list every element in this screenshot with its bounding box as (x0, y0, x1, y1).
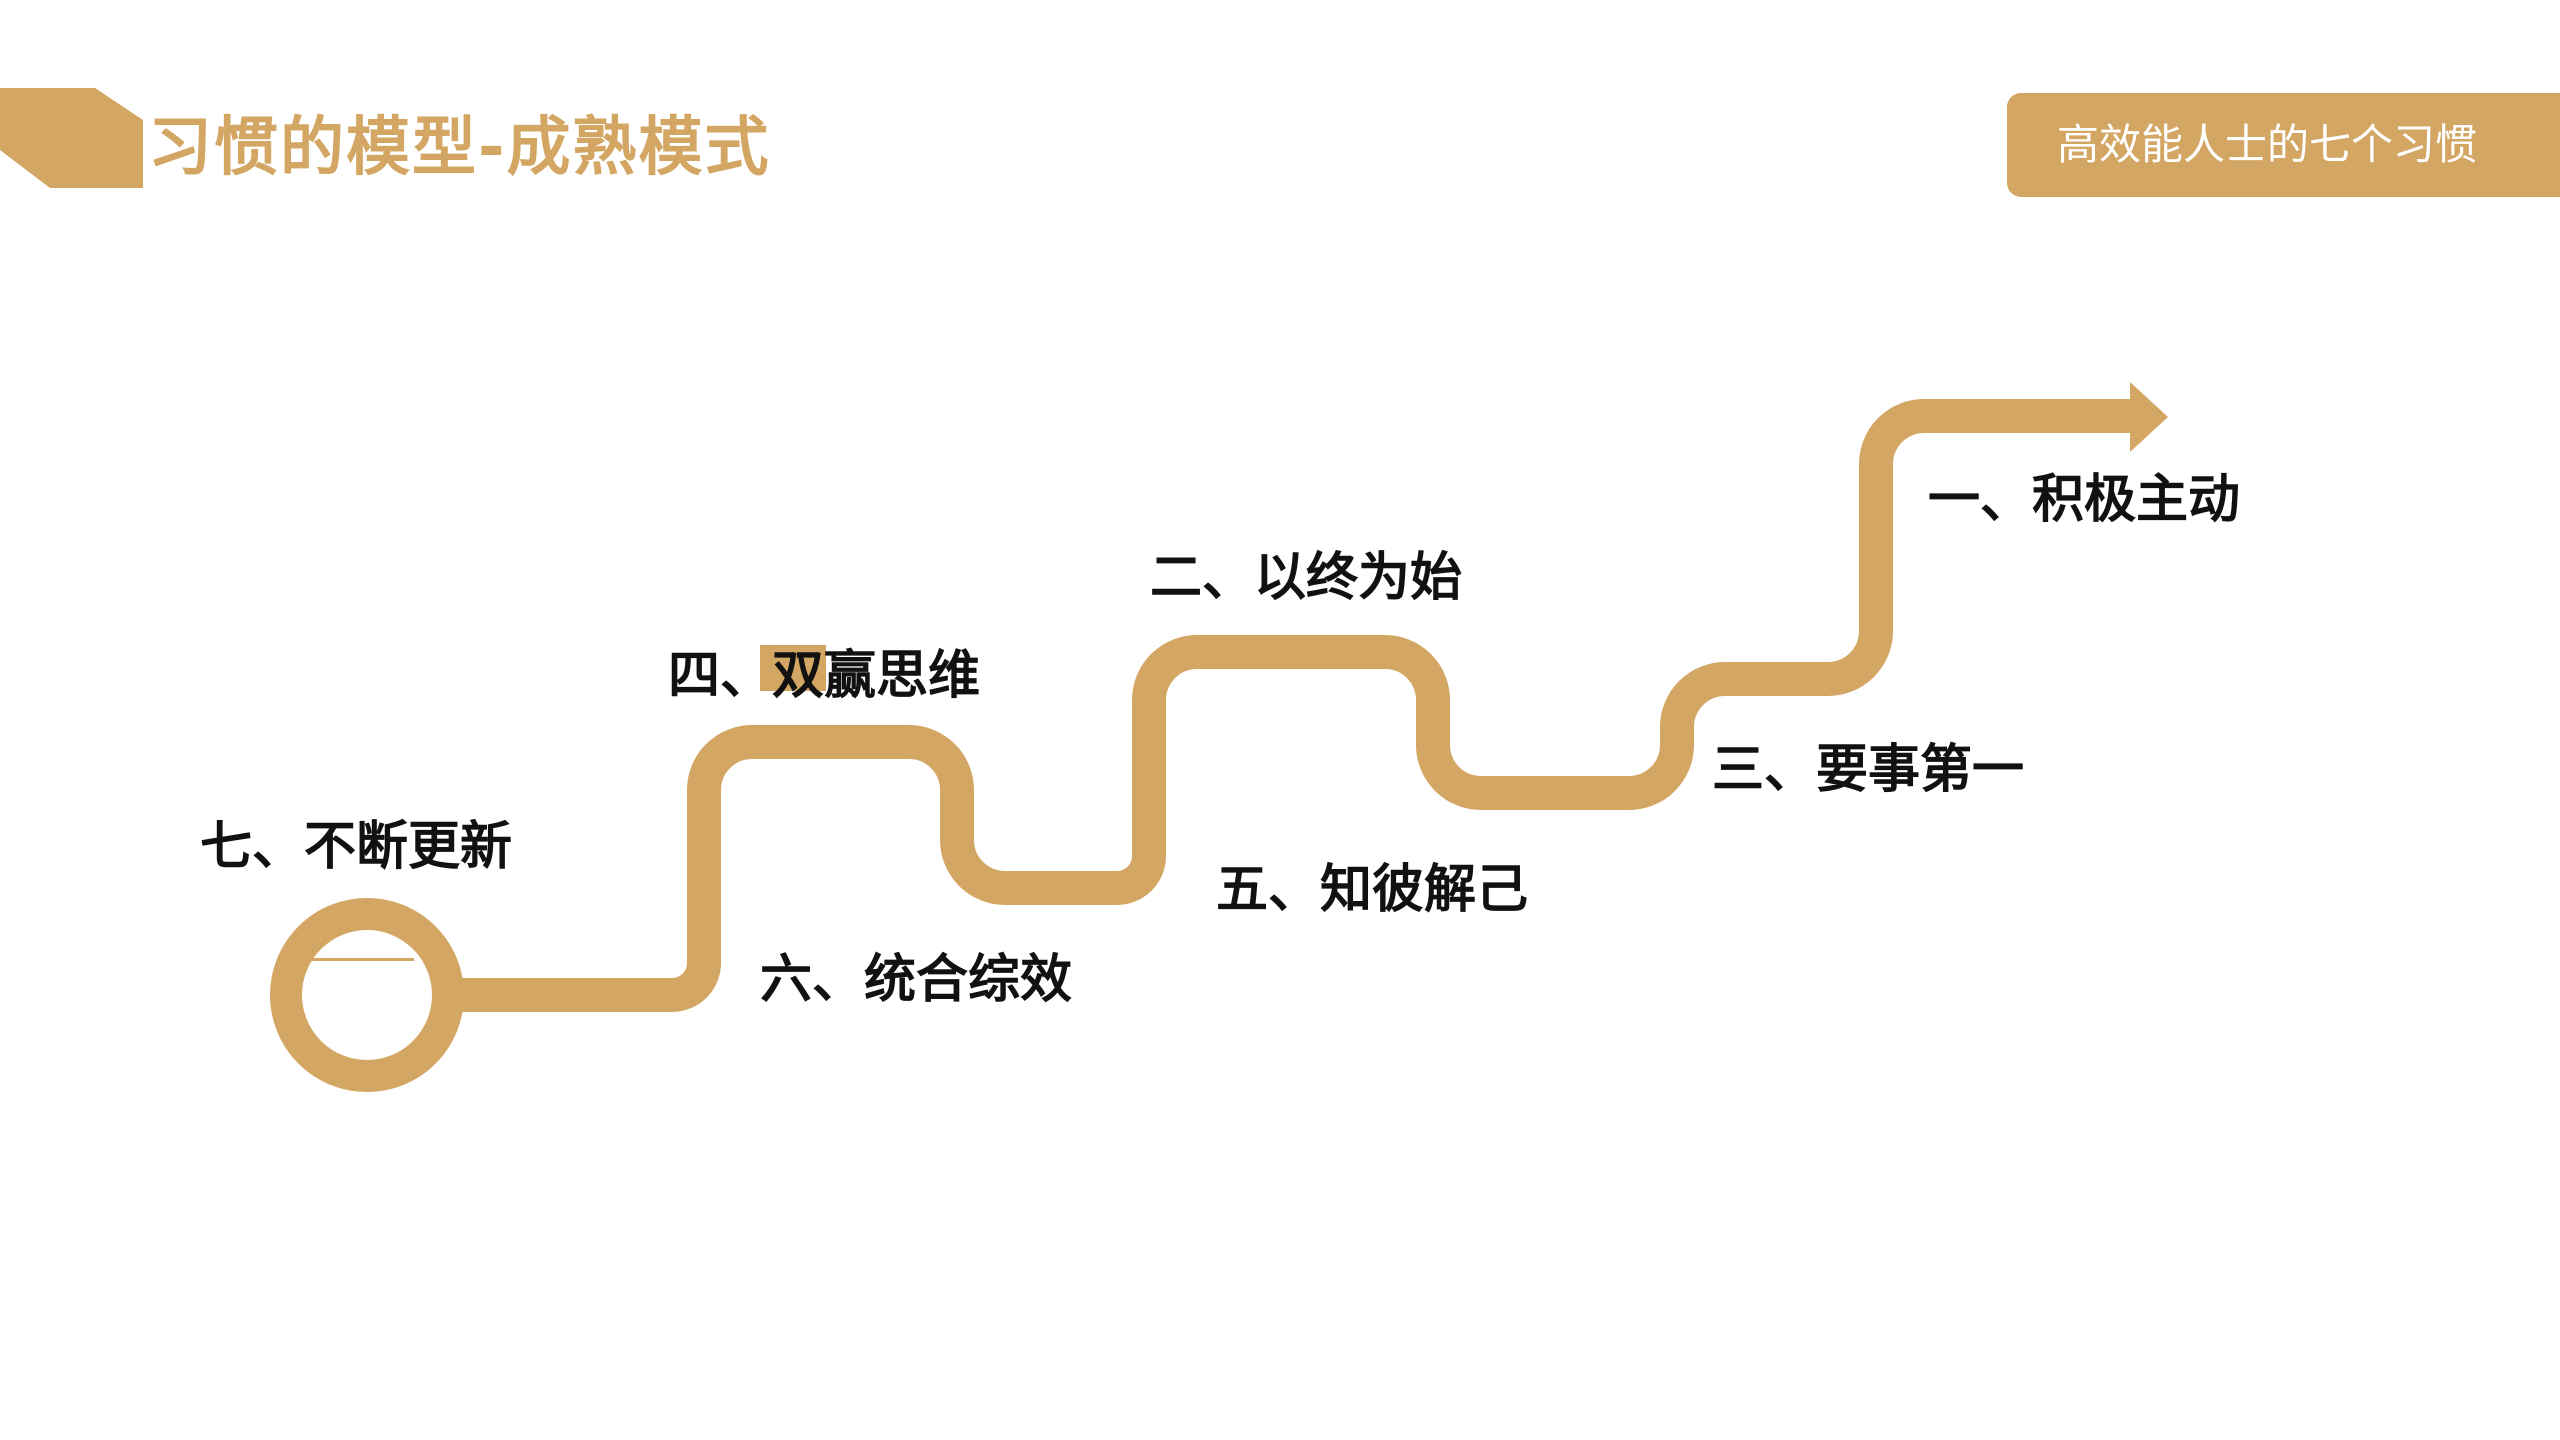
arrowhead-icon (2130, 382, 2168, 452)
ring-start-icon (270, 898, 464, 1092)
series-badge-label: 高效能人士的七个习惯 (2057, 120, 2478, 169)
habit-label-7: 七、不断更新 (200, 817, 513, 877)
ring-inner-line (310, 958, 414, 961)
highlight-marker (760, 645, 826, 691)
habit-label-6: 六、统合综效 (760, 950, 1073, 1010)
habit-label-4: 四、双赢思维 (668, 646, 981, 706)
winding-arrow-path (432, 399, 2138, 1012)
habit-label-2: 二、以终为始 (1150, 548, 1463, 608)
habit-label-1: 一、积极主动 (1928, 470, 2241, 530)
habit-label-3: 三、要事第一 (1712, 740, 2025, 800)
page-title: 习惯的模型-成熟模式 (148, 111, 771, 185)
header-tab-shape (0, 88, 143, 188)
habit-label-5: 五、知彼解己 (1216, 860, 1529, 920)
series-badge: 高效能人士的七个习惯 (2007, 93, 2560, 197)
